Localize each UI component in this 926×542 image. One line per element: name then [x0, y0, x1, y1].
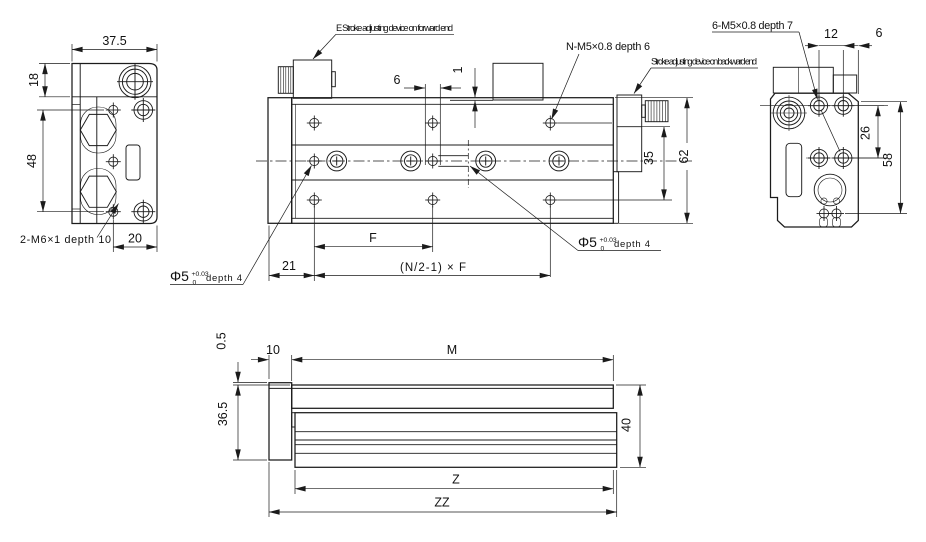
m5-port-hole	[306, 192, 323, 208]
forward-stroke-adjuster	[277, 59, 336, 99]
top-block	[492, 62, 544, 101]
dim-cap: 10	[266, 343, 280, 357]
m5-port-hole	[424, 192, 441, 208]
dim-edge: 6	[876, 26, 883, 40]
dim-pitch: F	[369, 231, 377, 245]
dim-capheight: 36.5	[216, 402, 230, 426]
m5-port-hole	[306, 115, 323, 131]
head-block-step	[832, 74, 858, 94]
leader-line	[551, 53, 580, 120]
phi-tol-sub: 0	[601, 246, 605, 253]
sensor-slot	[125, 144, 141, 181]
snap-ring-hole	[820, 197, 828, 205]
end-cap	[268, 382, 293, 461]
dim-pitch: 12	[824, 27, 838, 41]
dim-span: 26	[859, 126, 873, 140]
head-block	[772, 66, 834, 94]
m5-port-hole	[542, 192, 559, 208]
dim-total: ZZ	[434, 496, 450, 510]
phi-tol-sup: +0.03	[192, 271, 209, 278]
thread-note: 2-M6×1 depth 10	[20, 234, 111, 246]
hex-socket-bolt	[79, 175, 117, 208]
m5-port-hole	[424, 115, 441, 131]
front-view: 6 1 35 62 F 21 (N/2-1) × F Φ5 +0.03 0 de…	[170, 23, 758, 287]
dim-lead: 21	[282, 259, 296, 273]
bolt-hole	[130, 199, 156, 225]
bore-circle	[817, 177, 843, 203]
dim-bottom: 20	[128, 232, 142, 246]
rod-end-assembly	[813, 173, 847, 228]
hex-socket-bolt	[79, 113, 117, 147]
phi-tol-sub: 0	[193, 280, 197, 287]
dim-offset: 0.5	[215, 332, 229, 349]
snap-ring-hole	[833, 197, 840, 205]
leader-line	[96, 203, 119, 238]
dim-gap: 6	[394, 73, 401, 87]
leader-line	[798, 31, 818, 100]
backward-stroke-adjuster	[616, 94, 669, 173]
body-outline	[291, 97, 614, 224]
foot-tab	[832, 217, 841, 228]
adjuster-tip	[331, 71, 336, 88]
thread-hole	[105, 153, 122, 170]
dim-table: M	[447, 343, 457, 357]
backward-adjuster-note: Stroke adjusting device on backward end	[651, 57, 757, 67]
left-end-view: 37.5 18 48 20 2-M6×1 depth 10	[20, 34, 158, 252]
dim-height: 40	[620, 418, 634, 432]
phi-tol-sup: +0.03	[600, 237, 617, 244]
phi-label: Φ5	[578, 234, 597, 250]
adjuster-neck	[641, 104, 646, 118]
mount-note: 6-M5×0.8 depth 7	[712, 20, 793, 32]
leader-line	[242, 165, 312, 285]
leader-line	[469, 165, 579, 251]
body-outline	[71, 62, 158, 225]
dim-side: 48	[25, 154, 39, 168]
leader-line	[312, 34, 337, 60]
dim-block: 35	[642, 151, 656, 165]
leader-line	[633, 67, 652, 94]
end-cap	[267, 97, 293, 224]
pin-hole-callout-left: Φ5 +0.03 0 depth 4	[170, 165, 312, 287]
ports-note: N-M5×0.8 depth 6	[566, 41, 650, 53]
head-block	[616, 94, 643, 173]
air-port	[771, 95, 807, 131]
phi-depth: depth 4	[206, 273, 242, 284]
m5-port-hole	[542, 115, 559, 131]
phi-label: Φ5	[170, 268, 189, 284]
body-outline	[769, 92, 859, 228]
dim-top: 18	[27, 73, 41, 87]
side-section-view: 0.5 36.5 10 M 40 Z ZZ	[215, 332, 646, 517]
bolt-hole	[130, 97, 156, 123]
pin-hole-callout-right: Φ5 +0.03 0 depth 4	[469, 165, 661, 253]
forward-adjuster-note: E Stroke adjusting device on forward end	[336, 23, 453, 33]
dim-pattern: (N/2-1) × F	[400, 262, 466, 274]
screw	[828, 205, 845, 222]
slide-table	[291, 384, 614, 409]
leader-line	[820, 109, 841, 152]
dim-width: 37.5	[102, 34, 126, 48]
dim-stroke-length: Z	[452, 473, 460, 487]
sensor-slot	[785, 142, 803, 198]
phi-depth: depth 4	[614, 239, 650, 250]
foot-tab	[819, 217, 828, 228]
mounting-bolt-hole	[116, 63, 154, 101]
dim-step: 1	[451, 66, 465, 73]
adjuster-body	[292, 59, 333, 99]
dim-height: 58	[881, 153, 895, 167]
dim-height: 62	[677, 150, 691, 164]
bore-circle	[813, 173, 847, 207]
right-end-view: 12 6 26 58 6-M5×0.8 depth 7	[712, 20, 907, 228]
